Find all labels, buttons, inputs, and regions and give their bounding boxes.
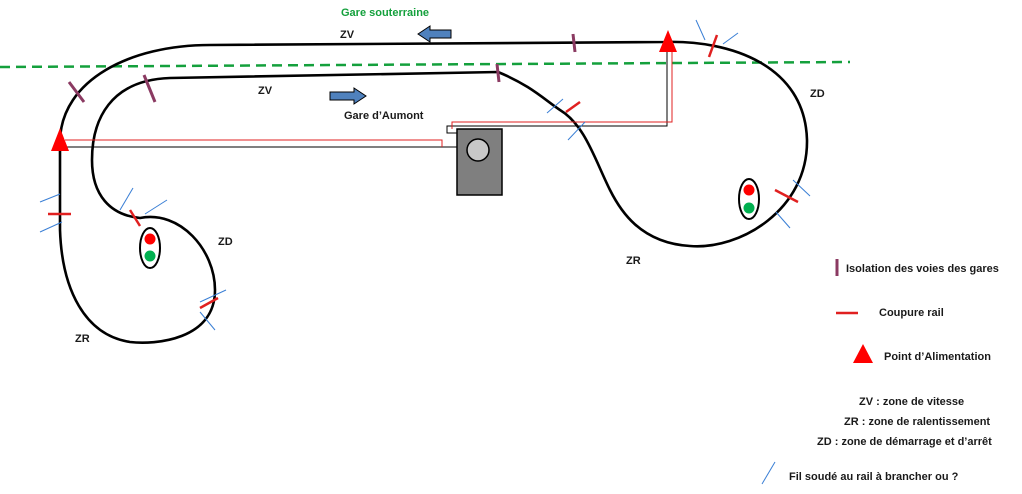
legend-zv-definition: ZV : zone de vitesse [859, 396, 964, 408]
signal-left [139, 227, 161, 269]
legend-zd-definition: ZD : zone de démarrage et d’arrêt [817, 436, 992, 448]
rail-cut [199, 296, 219, 310]
label-zd-right: ZD [810, 88, 825, 100]
soldered-wire [39, 193, 61, 203]
feed-wire-right-red [451, 50, 673, 129]
power-point-right [659, 30, 677, 52]
station-isolation [142, 74, 157, 103]
signal-right [738, 178, 760, 220]
feed-wire-left-red [65, 139, 443, 147]
label-zv-top: ZV [340, 29, 355, 41]
label-zv-mid: ZV [258, 85, 273, 97]
rail-cut [774, 188, 799, 204]
legend-fil-text: Fil soudé au rail à brancher ou ? [789, 471, 959, 483]
signal-red-light [743, 184, 755, 196]
feed-wire-right-black [446, 50, 668, 134]
legend-coupure-text: Coupure rail [879, 307, 944, 319]
label-zd-left: ZD [218, 236, 233, 248]
soldered-wire [199, 311, 216, 331]
outer-track [58, 40, 809, 344]
soldered-wire [144, 199, 168, 215]
rail-cut [565, 100, 581, 114]
rail-cut [128, 209, 142, 227]
soldered-wires [39, 19, 811, 485]
soldered-wire [546, 98, 564, 114]
arrow-left [417, 25, 452, 43]
label-gare-aumont: Gare d’Aumont [344, 110, 424, 122]
controller-knob[interactable] [466, 138, 490, 162]
soldered-wire [567, 121, 586, 141]
underground-line [0, 60, 851, 69]
power-point-left [51, 128, 69, 151]
soldered-wire [39, 221, 63, 233]
legend: Isolation des voies des gares Coupure ra… [789, 259, 999, 483]
soldered-wire [722, 32, 739, 45]
signal-green-light [743, 202, 755, 214]
legend-zr-definition: ZR : zone de ralentissement [844, 416, 990, 428]
arrow-right [329, 87, 367, 105]
soldered-wire [199, 289, 227, 303]
signal-green-light [144, 250, 156, 262]
soldered-wire [761, 461, 776, 485]
legend-isolation-text: Isolation des voies des gares [846, 263, 999, 275]
station-isolation [495, 63, 501, 83]
soldered-wire [775, 211, 791, 229]
legend-power-swatch [853, 344, 873, 363]
legend-alimentation-text: Point d’Alimentation [884, 351, 991, 363]
label-gare-souterraine: Gare souterraine [341, 7, 429, 19]
soldered-wire [119, 187, 134, 211]
soldered-wire [695, 19, 706, 41]
station-isolation [67, 81, 86, 103]
rail-cut [707, 34, 719, 58]
soldered-wire [792, 179, 811, 197]
station-isolation [571, 33, 577, 53]
label-zr-left: ZR [75, 333, 90, 345]
label-zr-right: ZR [626, 255, 641, 267]
signal-red-light [144, 233, 156, 245]
